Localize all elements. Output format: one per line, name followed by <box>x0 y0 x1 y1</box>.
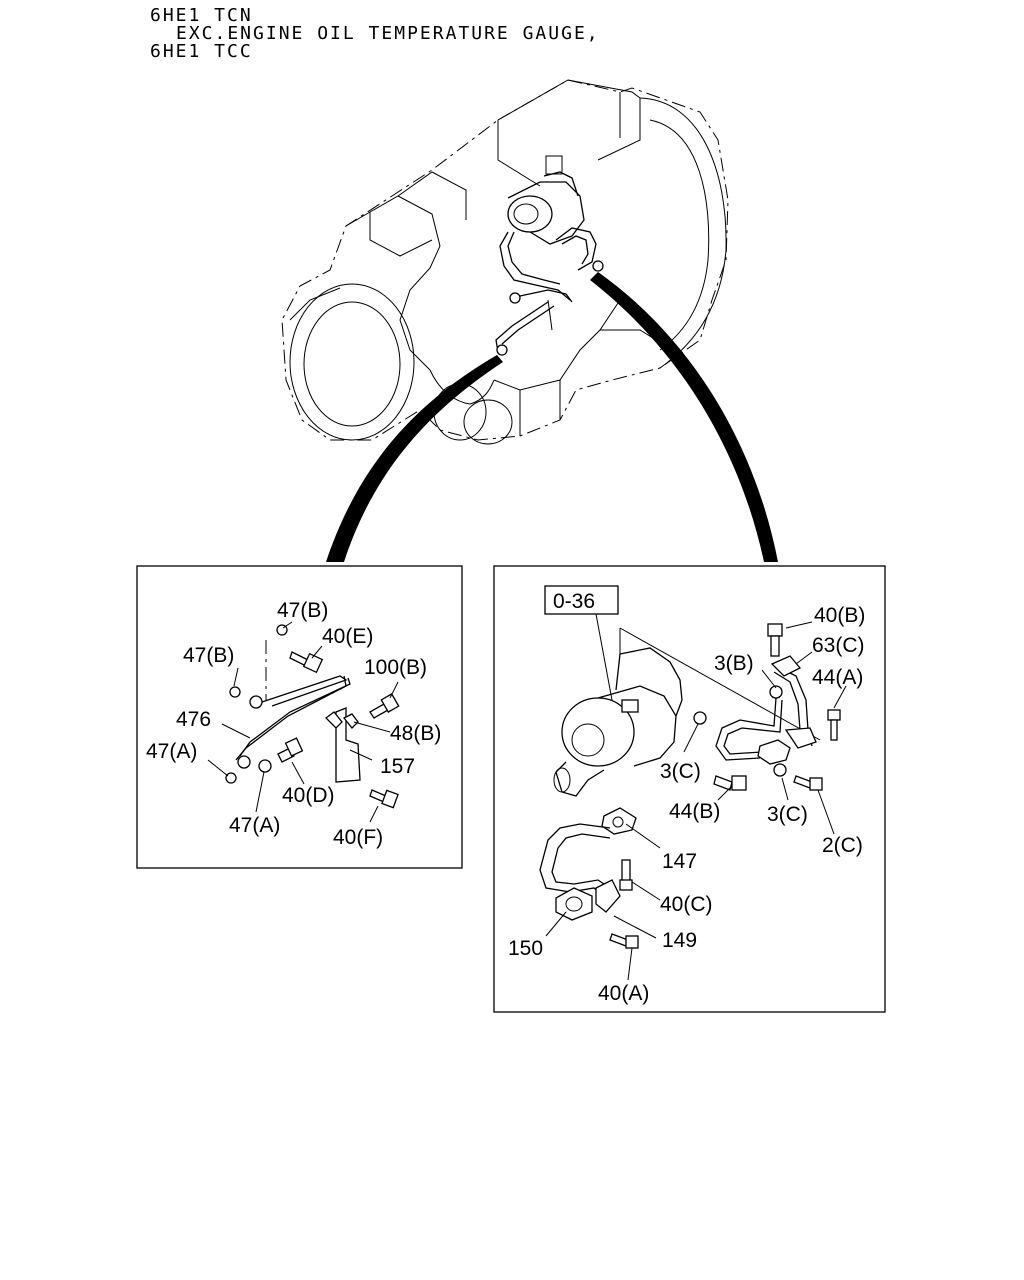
callout-47-b-left: 47(B) <box>183 644 234 667</box>
callout-100-b: 100(B) <box>364 656 427 679</box>
title-model-tcc: 6HE1 TCC <box>150 41 253 62</box>
callout-149: 149 <box>662 929 697 952</box>
callout-40-f: 40(F) <box>333 826 383 849</box>
callout-47-b-top: 47(B) <box>277 599 328 622</box>
left-detail-panel <box>136 565 463 869</box>
callout-476: 476 <box>176 708 211 731</box>
title-model-tcn: 6HE1 TCN <box>150 5 253 26</box>
callout-48-b: 48(B) <box>390 722 441 745</box>
callout-150: 150 <box>508 937 543 960</box>
callout-3-c-right: 3(C) <box>767 803 808 826</box>
engine-overview-drawing <box>281 79 778 562</box>
callout-63-c: 63(C) <box>812 634 865 657</box>
title-exclusion-note: EXC.ENGINE OIL TEMPERATURE GAUGE, <box>176 23 600 44</box>
callout-40-e: 40(E) <box>322 625 373 648</box>
reference-box-label: 0-36 <box>553 590 595 613</box>
callout-2-c: 2(C) <box>822 834 863 857</box>
callout-157: 157 <box>380 755 415 778</box>
callout-3-b: 3(B) <box>714 652 754 675</box>
callout-44-a: 44(A) <box>812 666 863 689</box>
callout-40-b: 40(B) <box>814 604 865 627</box>
callout-47-a-bottom: 47(A) <box>229 814 280 837</box>
reference-box <box>544 585 619 615</box>
callout-3-c-left: 3(C) <box>660 760 701 783</box>
callout-44-b: 44(B) <box>669 800 720 823</box>
callout-47-a-left: 47(A) <box>146 740 197 763</box>
right-detail-panel <box>493 565 886 1013</box>
callout-40-a: 40(A) <box>598 982 649 1005</box>
callout-147: 147 <box>662 850 697 873</box>
callout-40-c: 40(C) <box>660 893 713 916</box>
callout-40-d: 40(D) <box>282 784 335 807</box>
